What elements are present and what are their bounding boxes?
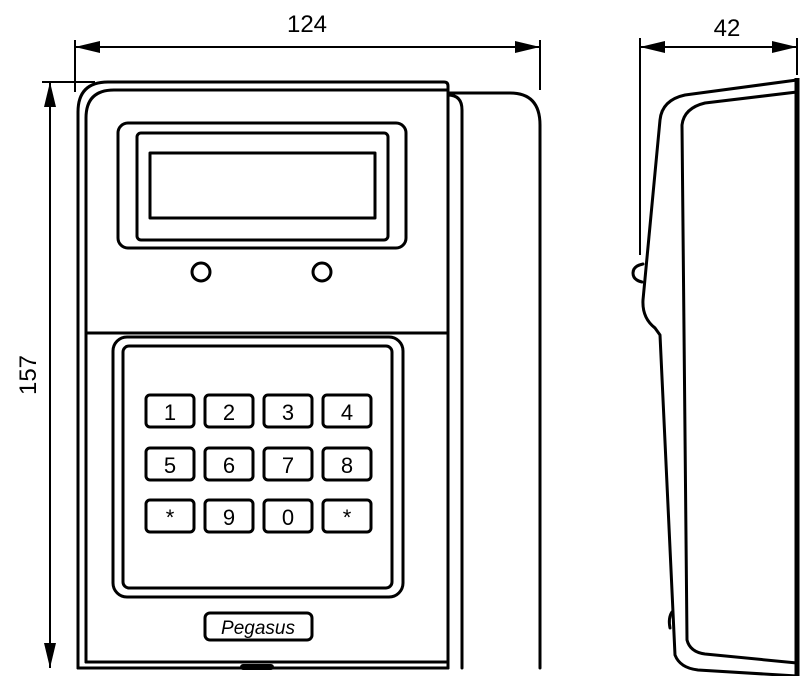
key-label: * — [166, 505, 175, 530]
height-label: 157 — [15, 355, 42, 395]
key-label: 9 — [223, 505, 235, 530]
front-body — [76, 80, 450, 670]
key-button[interactable]: 8 — [321, 446, 373, 482]
bottom-latch — [240, 664, 274, 670]
keypad: 1 2 3 4 5 6 7 8 * 9 0 * — [111, 335, 405, 599]
key-button[interactable]: 0 — [262, 498, 314, 534]
key-label: 7 — [282, 453, 294, 478]
height-dimension: 157 — [15, 81, 95, 668]
key-button[interactable]: * — [144, 498, 196, 534]
depth-dimension: 42 — [639, 15, 798, 255]
key-label: 8 — [341, 453, 353, 478]
key-button[interactable]: * — [321, 498, 373, 534]
key-label: 2 — [223, 400, 235, 425]
key-button[interactable]: 1 — [144, 393, 196, 429]
key-button[interactable]: 4 — [321, 393, 373, 429]
key-label: 0 — [282, 505, 294, 530]
key-label: 5 — [164, 453, 176, 478]
key-label: 4 — [341, 400, 353, 425]
key-button[interactable]: 5 — [144, 446, 196, 482]
width-dimension: 124 — [74, 11, 541, 92]
key-label: 3 — [282, 400, 294, 425]
key-button[interactable]: 3 — [262, 393, 314, 429]
key-button[interactable]: 6 — [203, 446, 255, 482]
key-label: 6 — [223, 453, 235, 478]
key-button[interactable]: 7 — [262, 446, 314, 482]
width-label: 124 — [287, 11, 327, 38]
brand-logo-text: Pegasus — [221, 618, 295, 639]
rear-housing — [446, 91, 542, 670]
key-button[interactable]: 2 — [203, 393, 255, 429]
key-button[interactable]: 9 — [203, 498, 255, 534]
key-label: * — [343, 505, 352, 530]
led-indicator-left — [190, 261, 212, 283]
key-label: 1 — [164, 400, 176, 425]
led-indicator-right — [311, 261, 333, 283]
side-view — [631, 78, 800, 676]
depth-label: 42 — [714, 15, 741, 42]
lcd-display — [116, 121, 408, 250]
brand-logo: Pegasus — [203, 611, 314, 642]
